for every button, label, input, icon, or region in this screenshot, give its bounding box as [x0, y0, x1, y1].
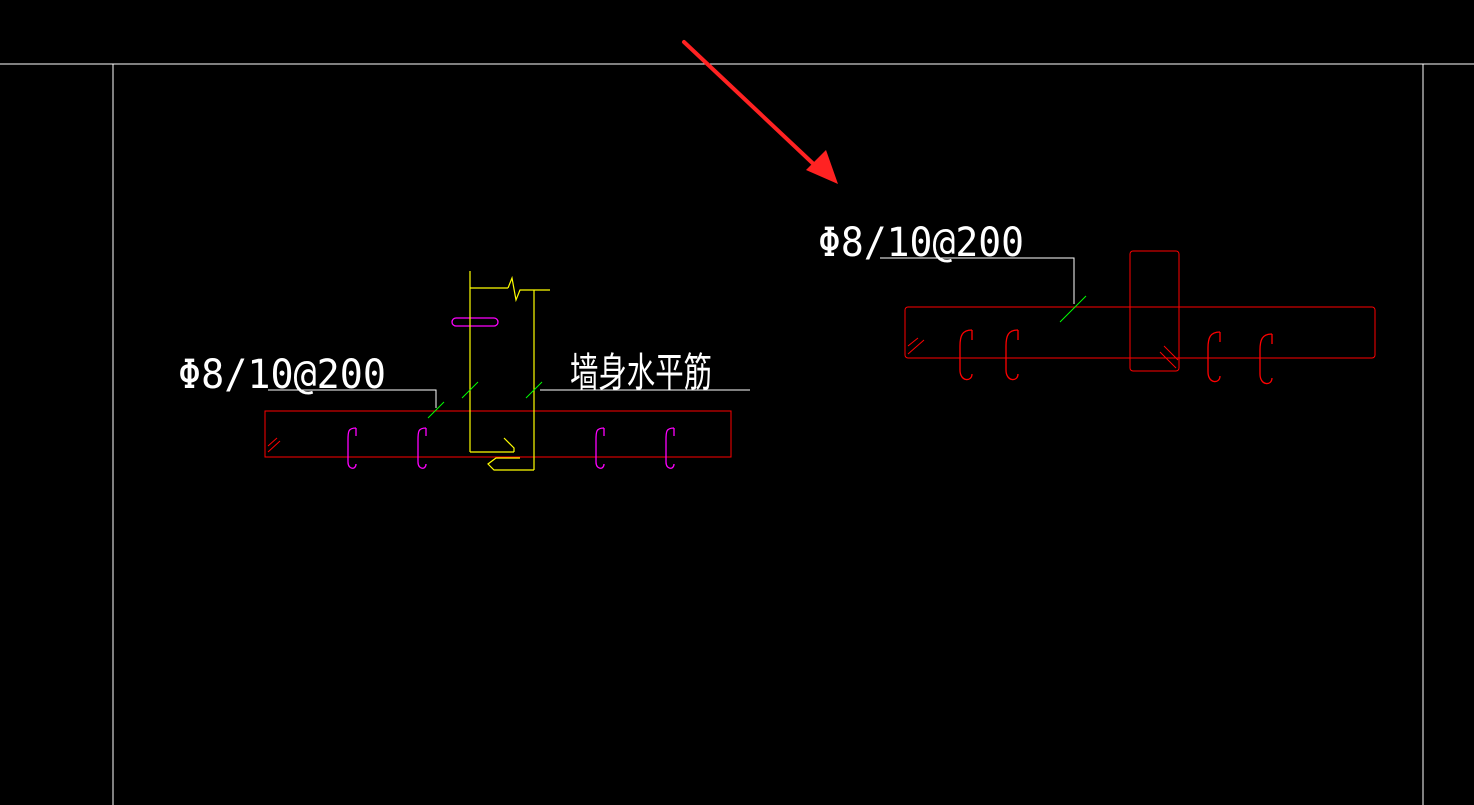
- left-beam-hook: [267, 437, 281, 453]
- left-tie-marks: [427, 381, 543, 419]
- right-beam-outline: [904, 306, 1376, 359]
- annotation-arrow: [682, 40, 838, 184]
- left-wall-label: 墙身水平筋: [570, 350, 712, 396]
- right-leader-line: [880, 257, 1075, 304]
- left-beam-outline: [264, 410, 732, 458]
- left-detail: Φ8/10@200 墙身水平筋: [178, 271, 750, 471]
- right-stirrup-legs: [959, 329, 1273, 385]
- right-column-outline: [1129, 250, 1180, 372]
- left-wall-bar-section: [451, 317, 499, 327]
- left-rebar-label: Φ8/10@200: [178, 352, 386, 398]
- drawing-frame: [0, 63, 1474, 805]
- right-detail: Φ8/10@200: [818, 220, 1376, 385]
- right-hooks: [907, 337, 1179, 369]
- left-wall-rebar: [469, 271, 550, 471]
- left-leader-lines: [268, 389, 750, 408]
- left-stirrup-legs: [347, 427, 675, 469]
- right-tie-mark: [1059, 295, 1087, 323]
- right-rebar-label: Φ8/10@200: [818, 220, 1024, 266]
